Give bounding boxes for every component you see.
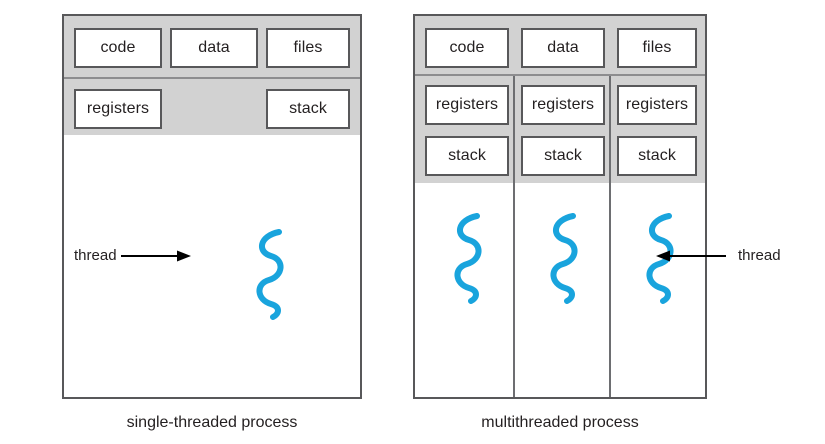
arrow-right-icon	[120, 250, 191, 261]
thread-annotation-single: thread	[74, 248, 195, 263]
band-divider	[64, 77, 360, 79]
shared-resources-row: code data files	[415, 28, 705, 68]
thread-resources-row: registers stack	[64, 89, 360, 129]
thread-squiggle-icon	[550, 213, 578, 304]
thread-annotation-label: thread	[738, 247, 781, 264]
cell-registers: registers	[617, 85, 697, 125]
thread-column-divider	[609, 76, 611, 397]
cell-files: files	[617, 28, 697, 68]
cell-registers: registers	[521, 85, 605, 125]
cell-stack: stack	[521, 136, 605, 176]
stack-row: stack stack stack	[415, 136, 705, 176]
cell-stack: stack	[425, 136, 509, 176]
thread-squiggle-icon	[646, 213, 674, 304]
thread-squiggle-icon	[454, 213, 482, 304]
cell-data: data	[170, 28, 258, 68]
single-threaded-process-panel: code data files registers stack	[62, 14, 362, 399]
caption-multithreaded: multithreaded process	[481, 414, 639, 431]
band-divider	[415, 74, 705, 76]
cell-data: data	[521, 28, 605, 68]
cell-registers: registers	[74, 89, 162, 129]
cell-registers: registers	[425, 85, 509, 125]
thread-annotation-label: thread	[74, 247, 117, 264]
thread-squiggle-icon	[256, 229, 284, 320]
cell-code: code	[425, 28, 509, 68]
cell-code: code	[74, 28, 162, 68]
registers-row: registers registers registers	[415, 85, 705, 125]
cell-stack: stack	[617, 136, 697, 176]
cell-files: files	[266, 28, 350, 68]
cell-stack: stack	[266, 89, 350, 129]
thread-column-divider	[513, 76, 515, 397]
caption-single-threaded: single-threaded process	[126, 414, 298, 431]
arrow-left-icon	[656, 250, 726, 261]
multithreaded-process-panel: code data files registers registers regi…	[413, 14, 707, 399]
thread-annotation-multi: thread	[652, 248, 781, 263]
shared-resources-row: code data files	[64, 28, 360, 68]
